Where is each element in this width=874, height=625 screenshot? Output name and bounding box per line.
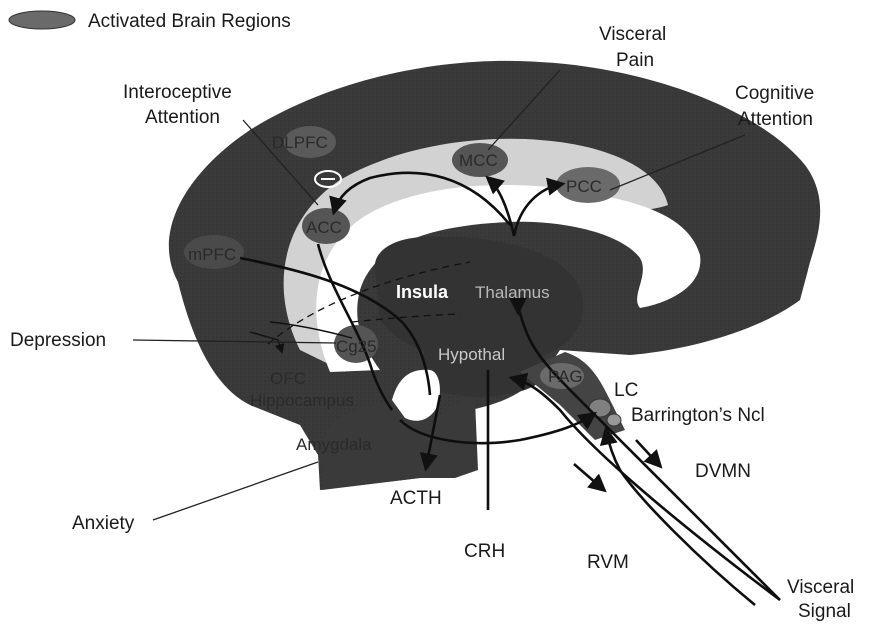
label-acth: ACTH	[390, 488, 442, 509]
region-barringtons	[607, 414, 621, 426]
label-visceral-signal-2: Signal	[798, 601, 851, 622]
label-barringtons: Barrington’s Ncl	[631, 405, 765, 426]
label-amygdala: Amygdala	[296, 435, 372, 454]
label-cg25: Cg25	[336, 337, 377, 356]
label-interoceptive-attention-1: Interoceptive	[123, 82, 232, 103]
label-lc: LC	[614, 380, 638, 401]
label-cognitive-attention-2: Attention	[738, 109, 813, 130]
label-visceral-pain-1: Visceral	[599, 24, 666, 45]
label-visceral-signal-1: Visceral	[787, 577, 854, 598]
label-mpfc: mPFC	[188, 245, 236, 264]
label-crh: CRH	[464, 541, 505, 562]
label-thalamus: Thalamus	[475, 283, 550, 302]
label-ofc: OFC	[270, 369, 306, 388]
label-rvm: RVM	[587, 552, 629, 573]
label-depression: Depression	[10, 330, 106, 351]
label-pag: PAG	[548, 367, 583, 386]
label-interoceptive-attention-2: Attention	[145, 107, 220, 128]
label-cognitive-attention-1: Cognitive	[735, 83, 814, 104]
label-anxiety: Anxiety	[72, 513, 135, 534]
label-acc: ACC	[306, 218, 342, 237]
label-dlpfc: DLPFC	[272, 133, 328, 152]
label-visceral-pain-2: Pain	[616, 50, 654, 71]
label-hypothal: Hypothal	[438, 345, 505, 364]
label-hippocampus: Hippocampus	[250, 391, 354, 410]
legend: Activated Brain Regions	[9, 11, 291, 32]
label-dvmn: DVMN	[695, 461, 751, 482]
label-mcc: MCC	[459, 151, 498, 170]
legend-swatch	[9, 11, 75, 29]
label-pcc: PCC	[566, 177, 602, 196]
label-insula: Insula	[396, 282, 449, 302]
legend-label: Activated Brain Regions	[88, 11, 291, 32]
